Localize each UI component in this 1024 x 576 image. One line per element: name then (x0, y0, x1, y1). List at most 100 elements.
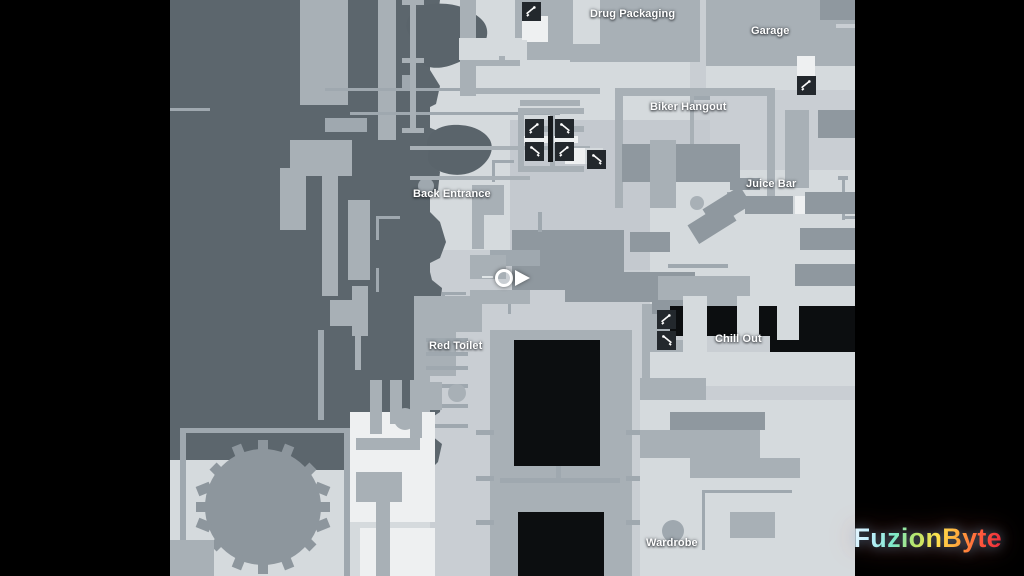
dp-opening-1 (459, 38, 499, 60)
juice-bar-wall-3 (842, 216, 855, 219)
wall-h-dp-1 (460, 56, 520, 66)
stair-marker-cluster-ne[interactable] (555, 119, 574, 138)
biker-wall-e (767, 88, 775, 208)
nw-bar-1 (370, 380, 382, 434)
frame-mark-2 (492, 160, 514, 163)
plaza-wall-w (180, 428, 186, 576)
chill-out-pillar-1 (683, 296, 707, 352)
chill-out-pillar-2 (737, 296, 759, 336)
stair-marker-garage[interactable] (797, 76, 816, 95)
east-slab-1 (805, 192, 855, 214)
wall-h-dp-2 (570, 44, 700, 62)
stair-enclosure-w (518, 108, 524, 170)
chill-out-pillar-3 (777, 296, 799, 340)
east-slab-4 (820, 0, 855, 20)
main-hall-wall-w (490, 330, 504, 576)
hall-tick-6 (626, 520, 644, 525)
east-slab-5 (818, 110, 855, 138)
garage-opening (706, 66, 855, 90)
wardrobe-wall-1 (702, 490, 705, 550)
courtyard-block-4 (470, 290, 530, 304)
courtyard-pillar (690, 196, 704, 210)
frame-mark-3 (376, 216, 379, 240)
stairs-down-icon (560, 123, 570, 134)
frame-mark-6 (442, 292, 466, 295)
wall-divider-n3 (350, 112, 560, 115)
stair-landing-garage (797, 56, 815, 76)
stair-marker-cluster-se[interactable] (555, 142, 574, 161)
wall-tick-dp-3 (402, 128, 424, 133)
biker-platform (622, 144, 740, 182)
wardrobe-block (730, 512, 775, 538)
sw-wall-1 (376, 496, 390, 576)
letterbox-left (0, 0, 170, 576)
stair-landing-drug-packaging (522, 22, 540, 40)
frame-mark-1 (492, 160, 495, 182)
biker-wall-w (615, 88, 623, 208)
east-slab-6 (785, 110, 809, 188)
red-toilet-divider-6 (426, 424, 468, 428)
plaza-corner-blk (170, 540, 214, 576)
wall-tick-dp-1 (402, 0, 424, 5)
red-toilet-divider-4 (426, 384, 468, 388)
building-block-nw-7 (348, 200, 370, 280)
sw-room-shelf-1 (356, 438, 420, 450)
wardrobe-rack-1 (670, 412, 765, 430)
main-hall-wall-e (618, 330, 632, 576)
red-toilet-divider-5 (426, 404, 468, 408)
stair-marker-cluster-nw[interactable] (525, 119, 544, 138)
nw-wall-long (318, 330, 324, 420)
wall-tick-g1 (690, 96, 710, 100)
stair-marker-chill-out-lower[interactable] (657, 331, 676, 350)
juice-bar-wall-2 (838, 176, 848, 180)
stairs-up-icon (529, 123, 539, 134)
main-hall-void-lower (518, 512, 604, 576)
stair-marker-cluster-sw[interactable] (525, 142, 544, 161)
nw-round-2 (448, 384, 466, 402)
stair-marker-chill-out-upper[interactable] (657, 310, 676, 329)
player-position-marker[interactable] (482, 265, 539, 291)
player-ring (495, 269, 513, 287)
biker-wall-mid (690, 96, 694, 178)
wall-divider-n2 (170, 108, 210, 111)
stair-marker-east-annex[interactable] (587, 150, 606, 169)
red-toilet-divider-2 (426, 352, 468, 356)
chill-out-block-s (640, 378, 706, 402)
building-block-nw-2 (378, 0, 396, 140)
building-block-nw-5 (280, 168, 306, 230)
plaza-roundabout (188, 432, 338, 576)
east-slab-2 (800, 228, 855, 250)
wall-v-dp-2 (410, 0, 416, 130)
map-viewport[interactable]: Drug Packaging Garage Biker Hangout Juic… (170, 0, 855, 576)
plaza-wall-n (180, 428, 350, 433)
sw-room-2 (360, 528, 435, 576)
letterbox-right (855, 0, 1024, 576)
main-hall-void-upper (514, 340, 600, 466)
biker-wall-link-4 (410, 176, 530, 180)
building-block-nw-1 (300, 0, 348, 105)
nw-wall-short (355, 330, 361, 370)
wardrobe-rack-3 (690, 458, 800, 478)
central-ledge-2 (630, 232, 670, 252)
stairs-up-icon (661, 314, 671, 325)
hall-tick-3 (476, 520, 494, 525)
player-trail (482, 276, 493, 278)
nw-bar-4 (420, 382, 442, 410)
juice-bar-counter-3 (745, 196, 793, 214)
wardrobe-round-fixture (662, 520, 684, 542)
central-tick-3 (668, 264, 728, 268)
stair-marker-drug-packaging[interactable] (522, 2, 541, 21)
stairs-down-icon (530, 146, 540, 157)
stair-shaft (548, 116, 553, 162)
building-block-nw-3 (325, 118, 367, 132)
pond-central-fixture (418, 178, 434, 194)
stairs-up-icon (559, 146, 569, 157)
stairs-down-icon (592, 154, 602, 165)
sw-room-1 (350, 412, 435, 522)
east-slab-3 (795, 264, 855, 286)
player-view-cone (515, 270, 530, 286)
hall-tick-1 (476, 430, 494, 435)
wall-h-dp-3 (460, 88, 600, 94)
dp-opening-2 (505, 38, 527, 60)
channel-watermark: FuzionByte (853, 523, 1002, 553)
